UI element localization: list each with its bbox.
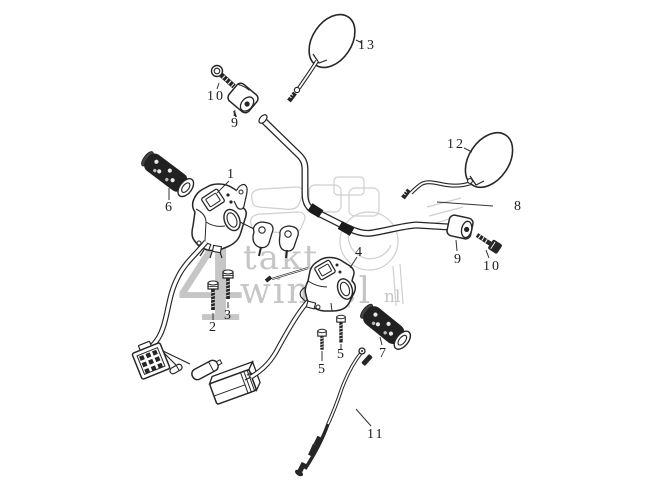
connector-bullet [191,359,223,381]
part-label-7: 7 [379,346,388,361]
connector-9pin [131,340,171,380]
part-label-1: 1 [227,167,236,182]
part-label-4: 4 [355,245,364,260]
part-label-13: 13 [358,38,376,53]
mirror-right [401,131,514,200]
leader-lines-8 [436,201,494,207]
part-label-6: 6 [165,200,174,215]
connector-block [208,360,261,405]
part-label-10-left: 10 [207,89,225,104]
screw-3 [222,269,234,308]
switch-housing-right [264,256,357,312]
part-label-5-left: 5 [318,362,327,377]
part-label-9-right: 9 [454,252,463,267]
mirror-left [287,13,356,103]
switch-housing-left [191,183,248,259]
right-bar-end-bolt [475,233,502,254]
left-bar-end-bolt [210,64,236,89]
grip-left [141,151,195,198]
harness-right [244,294,315,381]
part-label-9-left: 9 [231,116,240,131]
handlebar [258,114,453,237]
lever-brackets [239,221,299,259]
connector-bullet-small [169,363,183,375]
screw-2 [207,280,219,320]
part-label-5-right: 5 [337,347,346,362]
handlebar-open-end [258,114,268,124]
leader-lines [168,39,490,427]
part-label-11: 11 [367,427,385,442]
left-bar-end-weight [227,82,259,118]
watermark-suffix: nl [384,287,401,307]
right-bar-end-weight [446,214,474,240]
part-label-12: 12 [447,137,465,152]
screw-5-right [336,314,346,349]
part-label-3: 3 [224,308,233,323]
part-label-10-right: 10 [483,259,501,274]
grip-right [360,303,412,350]
part-label-8: 8 [514,199,523,214]
part-label-2: 2 [209,320,218,335]
throttle-cable [294,347,373,477]
screw-5-left [317,328,327,361]
handlebar-band [337,221,355,236]
handlebar-band [307,203,324,218]
